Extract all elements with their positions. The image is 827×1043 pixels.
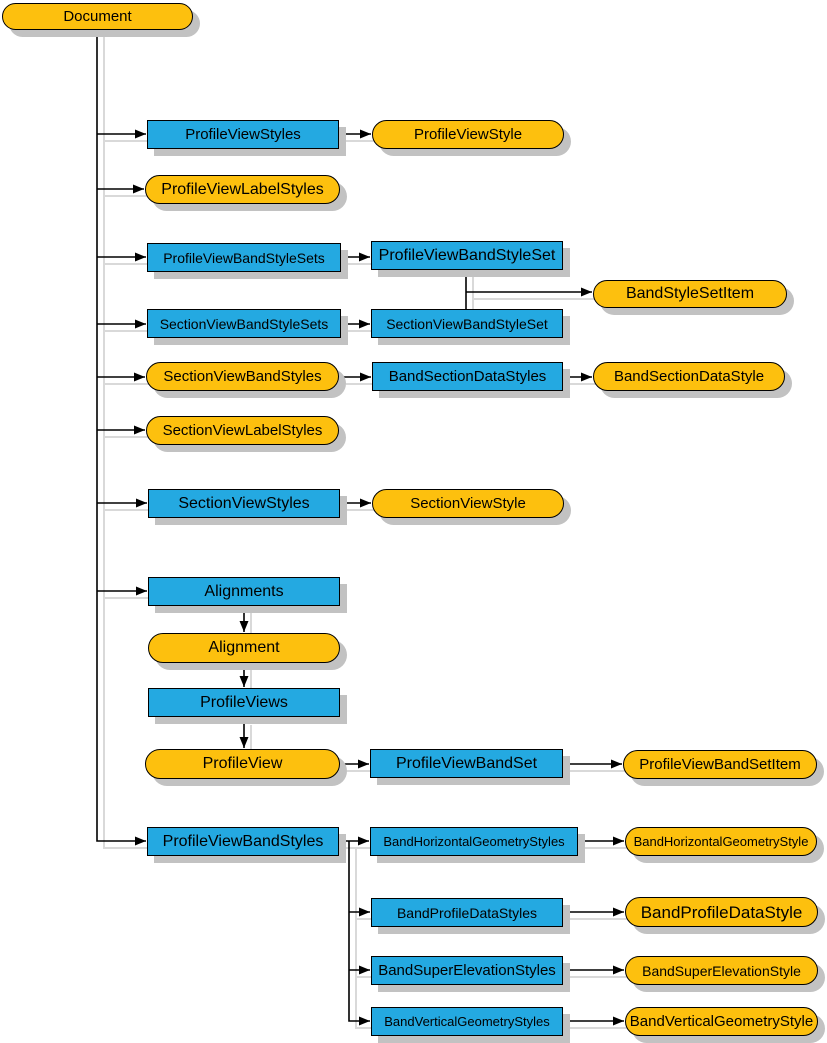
node-profile-view: ProfileView [145,749,340,779]
node-label: SectionViewLabelStyles [162,422,323,439]
node-label: ProfileViewStyles [185,126,301,143]
node-label: Alignment [208,639,280,656]
node-label: ProfileViewBandStyles [162,832,324,850]
node-label: ProfileViewStyle [413,126,523,143]
node-label: ProfileViewBandSetItem [639,756,801,773]
node-profile-view-style: ProfileViewStyle [372,120,564,149]
node-band-vertical-geometry-styles: BandVerticalGeometryStyles [371,1007,563,1036]
arrowhead-icon [136,586,147,596]
arrowhead-icon [613,965,624,975]
arrowhead-icon [359,252,370,262]
node-band-profile-data-styles: BandProfileDataStyles [371,898,563,927]
node-document: Document [2,3,193,30]
node-profile-view-band-set-item: ProfileViewBandSetItem [623,750,817,779]
node-label: Document [63,8,132,25]
node-label: BandStyleSetItem [625,285,755,302]
node-band-style-set-item: BandStyleSetItem [593,280,787,308]
node-section-view-band-style-sets: SectionViewBandStyleSets [147,309,341,338]
node-band-section-data-styles: BandSectionDataStyles [372,362,563,391]
node-band-vertical-geometry-style: BandVerticalGeometryStyle [625,1007,818,1036]
node-band-section-data-style: BandSectionDataStyle [593,362,785,391]
arrowhead-icon [581,287,592,297]
arrowhead-icon [358,836,369,846]
arrowhead-icon [135,319,146,329]
node-label: BandProfileDataStyles [396,904,538,921]
node-label: Alignments [204,582,284,600]
node-alignments: Alignments [148,577,340,606]
arrowhead-icon [360,498,371,508]
node-label: SectionViewBandStyles [163,368,322,385]
node-label: SectionViewStyle [410,495,526,512]
node-label: SectionViewBandStyleSets [159,315,329,332]
node-label: BandSuperElevationStyles [378,962,556,979]
node-profile-views: ProfileViews [148,688,340,717]
node-label: BandSuperElevationStyle [642,962,801,979]
connector-shadow [103,37,153,849]
arrowhead-icon [359,1016,370,1026]
arrowhead-icon [360,129,371,139]
arrowhead-icon [359,907,370,917]
arrowhead-icon [135,129,146,139]
node-profile-view-styles: ProfileViewStyles [147,120,339,149]
node-label: SectionViewBandStyleSet [386,315,548,332]
node-profile-view-band-styles: ProfileViewBandStyles [147,827,339,856]
connector-document-trunk-to-profile-view-band-styles [96,30,146,842]
node-band-super-elevation-styles: BandSuperElevationStyles [371,956,563,985]
arrowhead-icon [611,759,622,769]
node-label: BandHorizontalGeometryStyles [383,834,565,849]
arrowhead-icon [581,372,592,382]
node-profile-view-band-set: ProfileViewBandSet [370,749,563,778]
node-band-profile-data-style: BandProfileDataStyle [625,897,818,927]
arrowhead-icon [360,372,371,382]
node-band-super-elevation-style: BandSuperElevationStyle [625,956,818,985]
node-label: ProfileViewLabelStyles [161,180,324,198]
arrowhead-icon [613,907,624,917]
arrowhead-icon [239,676,249,687]
node-section-view-band-styles: SectionViewBandStyles [146,362,339,391]
node-label: ProfileViewBandSet [395,754,538,772]
node-section-view-styles: SectionViewStyles [148,489,340,518]
node-label: BandProfileDataStyle [640,902,803,922]
node-profile-view-label-styles: ProfileViewLabelStyles [145,175,340,204]
node-profile-view-band-style-set: ProfileViewBandStyleSet [371,241,563,270]
arrowhead-icon [613,1016,624,1026]
arrowhead-icon [133,184,144,194]
connector-shadow [355,848,377,1029]
arrowhead-icon [239,621,249,632]
arrowhead-icon [136,498,147,508]
node-band-horizontal-geometry-styles: BandHorizontalGeometryStyles [370,827,578,856]
node-label: ProfileViewBandStyleSet [378,246,556,264]
node-label: ProfileViews [200,693,288,711]
node-label: BandVerticalGeometryStyle [629,1013,814,1030]
node-section-view-label-styles: SectionViewLabelStyles [146,416,339,445]
node-label: SectionViewStyles [178,494,310,512]
node-section-view-band-style-set: SectionViewBandStyleSet [371,309,563,338]
node-profile-view-band-style-sets: ProfileViewBandStyleSets [147,243,341,272]
arrowhead-icon [613,836,624,846]
arrowhead-icon [359,965,370,975]
arrowhead-icon [239,737,249,748]
node-label: ProfileViewBandStyleSets [163,249,325,266]
node-section-view-style: SectionViewStyle [372,489,564,518]
arrowhead-icon [135,252,146,262]
node-band-horizontal-geometry-style: BandHorizontalGeometryStyle [625,827,817,856]
node-label: BandVerticalGeometryStyles [384,1014,550,1029]
arrowhead-icon [359,319,370,329]
arrowhead-icon [134,372,145,382]
arrowhead-icon [134,425,145,435]
node-label: BandHorizontalGeometryStyle [633,834,809,849]
arrowhead-icon [358,759,369,769]
node-label: BandSectionDataStyle [613,368,765,385]
node-label: ProfileView [202,755,283,772]
node-label: BandSectionDataStyles [388,368,547,385]
node-alignment: Alignment [148,633,340,663]
arrowhead-icon [135,836,146,846]
